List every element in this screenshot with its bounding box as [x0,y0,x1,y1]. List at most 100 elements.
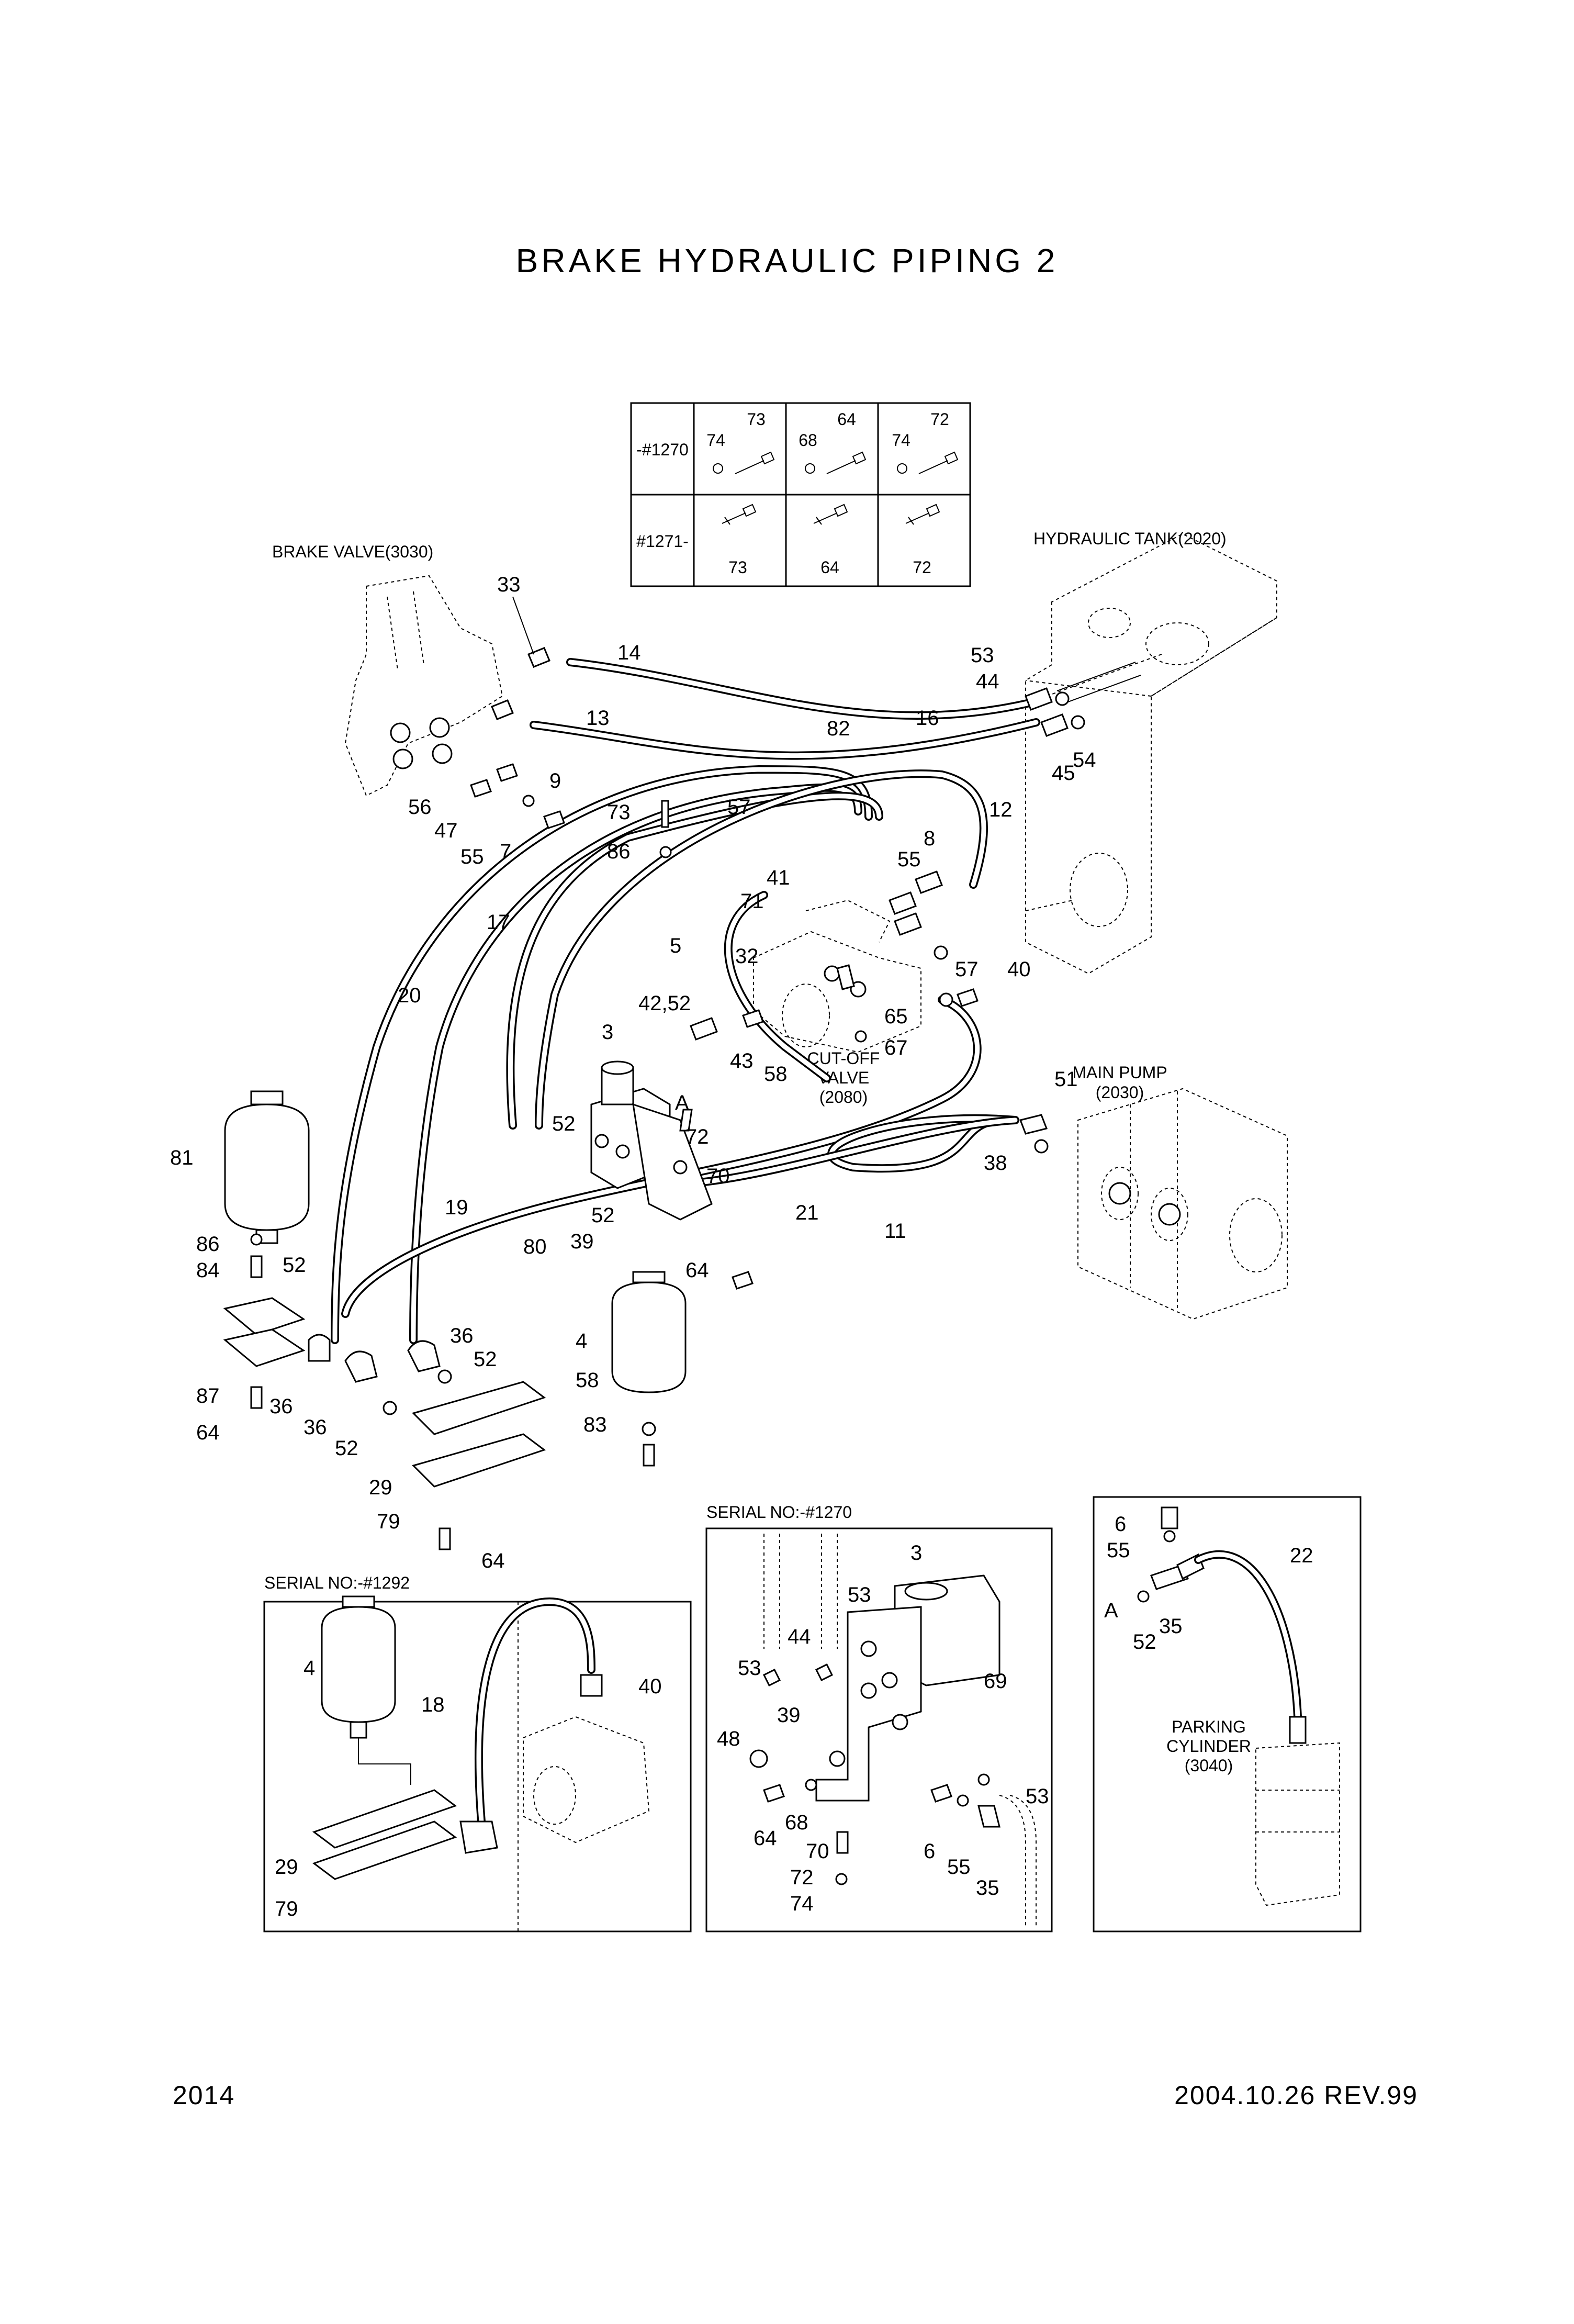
serial-fastener-table: -#1270 #1271- 73 74 64 68 72 74 73 64 [630,402,971,587]
accumulator-81 [223,1090,331,1409]
callout: 68 [785,1811,808,1834]
callout: 69 [984,1670,1007,1693]
fittings [470,687,1085,1290]
callout: 21 [795,1201,819,1224]
svg-text:68: 68 [799,431,817,450]
callout: 3 [910,1541,922,1565]
main-pump-caption: MAIN PUMP [1072,1063,1167,1082]
page-number: 2014 [173,2081,235,2110]
callout: 74 [790,1892,814,1915]
callout: 18 [421,1693,445,1716]
callout: 53 [738,1657,761,1680]
callout: 52 [474,1348,497,1371]
callout: 43 [730,1049,754,1072]
callout: 44 [788,1625,811,1648]
callout: 57 [727,796,751,819]
callout: 38 [984,1152,1007,1175]
callout: 22 [1290,1544,1313,1567]
callout: 6 [924,1840,935,1863]
inset-caption: SERIAL NO:-#1270 [706,1503,852,1522]
callout: 40 [638,1675,662,1698]
callout: 13 [586,707,610,730]
callout: 58 [576,1369,599,1392]
callout: 45 [1052,762,1075,785]
callout: 64 [481,1549,505,1572]
callout: 5 [670,934,681,957]
callout: 58 [764,1063,788,1086]
callout: 79 [275,1897,298,1920]
callout: 86 [196,1233,220,1256]
callout: A [675,1091,689,1114]
date-revision: 2004.10.26 REV.99 [1174,2081,1418,2110]
table-cell: 73 74 [706,410,775,474]
callout: 8 [924,827,935,850]
svg-text:73: 73 [728,558,747,577]
callout: 64 [685,1259,709,1282]
page-title: BRAKE HYDRAULIC PIPING 2 [516,242,1059,280]
callout: 53 [1026,1785,1049,1808]
hoses [331,658,1040,1344]
table-cell: 73 [722,504,757,577]
callout: 29 [275,1856,298,1879]
svg-text:72: 72 [930,410,949,429]
callout: 53 [848,1583,871,1606]
callout: 82 [827,717,850,740]
callout: 55 [1107,1539,1130,1562]
callout: 19 [445,1196,468,1219]
callout: 52 [552,1112,576,1135]
callout: 64 [754,1827,777,1850]
callout: 4 [576,1329,587,1353]
callout: 12 [989,798,1013,821]
parking-cylinder-caption: (3040) [1185,1756,1233,1775]
callout: 47 [434,819,458,842]
callout: 36 [303,1416,327,1439]
inset-serial-1292: SERIAL NO:-#1292 4 18 40 29 79 [263,1573,692,1932]
callout: 81 [170,1146,194,1169]
callout: 36 [269,1395,293,1418]
callout: 87 [196,1384,220,1407]
callout: 17 [487,911,510,934]
callout: 33 [497,573,521,596]
callout: 73 [607,801,631,824]
callout: 67 [884,1036,908,1059]
callout: 39 [570,1230,594,1253]
svg-text:72: 72 [913,558,931,577]
callout: 84 [196,1259,220,1282]
svg-text:73: 73 [747,410,766,429]
callout: 9 [549,769,561,792]
callout: 44 [976,670,999,693]
parking-cylinder-caption: PARKING [1172,1717,1246,1736]
table-row-label: #1271- [636,532,689,551]
callout: A [1104,1599,1118,1622]
svg-text:74: 74 [706,431,725,450]
callout: 55 [947,1856,971,1879]
table-cell: 64 [813,504,848,577]
callout: 36 [450,1324,474,1347]
callout: 42,52 [638,992,691,1015]
callout: 20 [398,984,421,1007]
svg-text:74: 74 [892,431,910,450]
callout: 54 [1073,748,1096,772]
callouts-main: 33 14 13 56 47 9 55 7 73 86 57 82 16 53 … [170,573,1096,1572]
callout: 56 [408,796,432,819]
brake-valve [344,575,550,797]
table-cell: 72 74 [892,410,959,474]
callout: 57 [955,958,979,981]
callout: 65 [884,1005,908,1028]
parking-cylinder-caption: CYLINDER [1166,1737,1251,1756]
callout: 52 [335,1437,358,1460]
hydraulic-tank-caption: HYDRAULIC TANK(2020) [1033,529,1227,548]
callout: 79 [377,1510,400,1533]
callout: 53 [971,644,994,667]
callout: 52 [283,1254,306,1277]
table-cell: 64 68 [799,410,867,474]
callout: 51 [1054,1068,1078,1091]
hydraulic-tank [1025,533,1277,975]
table-cell: 72 [905,504,940,577]
cutoff-valve-caption: CUT-OFF [807,1049,880,1068]
callout: 86 [607,840,631,863]
main-pump-caption: (2030) [1096,1083,1144,1102]
callout: 11 [884,1220,906,1243]
callout: 80 [523,1235,547,1258]
